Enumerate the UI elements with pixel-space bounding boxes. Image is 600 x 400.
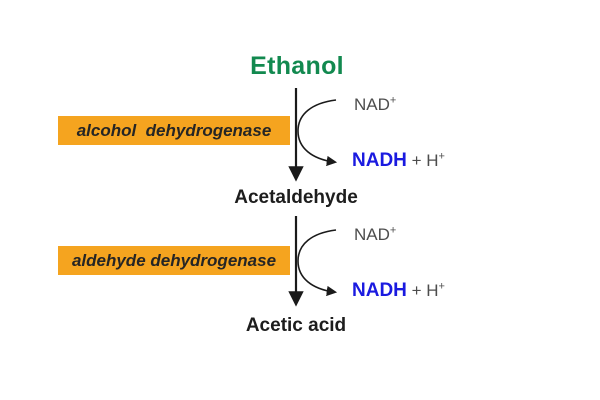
- enzyme-label: aldehyde dehydrogenase: [71, 250, 277, 270]
- cofactor-nad-plus-2: NAD+: [354, 225, 396, 245]
- intermediate-label-acetaldehyde: Acetaldehyde: [234, 187, 358, 208]
- cofactor-curve-arrow-1: [297, 99, 338, 167]
- cofactor-nadh-row-1: NADH + H+: [352, 150, 445, 172]
- cofactor-curve-arrow-2: [297, 229, 338, 297]
- enzyme-box-aldehyde-dehydrogenase: aldehyde dehydrogenase: [58, 246, 290, 275]
- nad-superscript: +: [389, 94, 397, 107]
- enzyme-label: alcohol dehydrogenase: [76, 120, 272, 140]
- nad-superscript: +: [389, 224, 397, 237]
- nad-base: NAD: [354, 95, 390, 114]
- h-superscript: +: [438, 280, 445, 293]
- cofactor-nad-plus-1: NAD+: [354, 95, 396, 115]
- nadh-label: NADH: [352, 150, 407, 171]
- nad-base: NAD: [354, 225, 390, 244]
- cofactor-nadh-row-2: NADH + H+: [352, 280, 445, 302]
- nadh-label: NADH: [352, 280, 407, 301]
- plus-h-label: + H: [406, 281, 439, 300]
- product-label-acetic-acid: Acetic acid: [245, 315, 347, 336]
- plus-h-label: + H: [406, 151, 439, 170]
- substrate-label-ethanol: Ethanol: [250, 52, 344, 80]
- enzyme-box-alcohol-dehydrogenase: alcohol dehydrogenase: [58, 116, 290, 145]
- h-superscript: +: [438, 150, 445, 163]
